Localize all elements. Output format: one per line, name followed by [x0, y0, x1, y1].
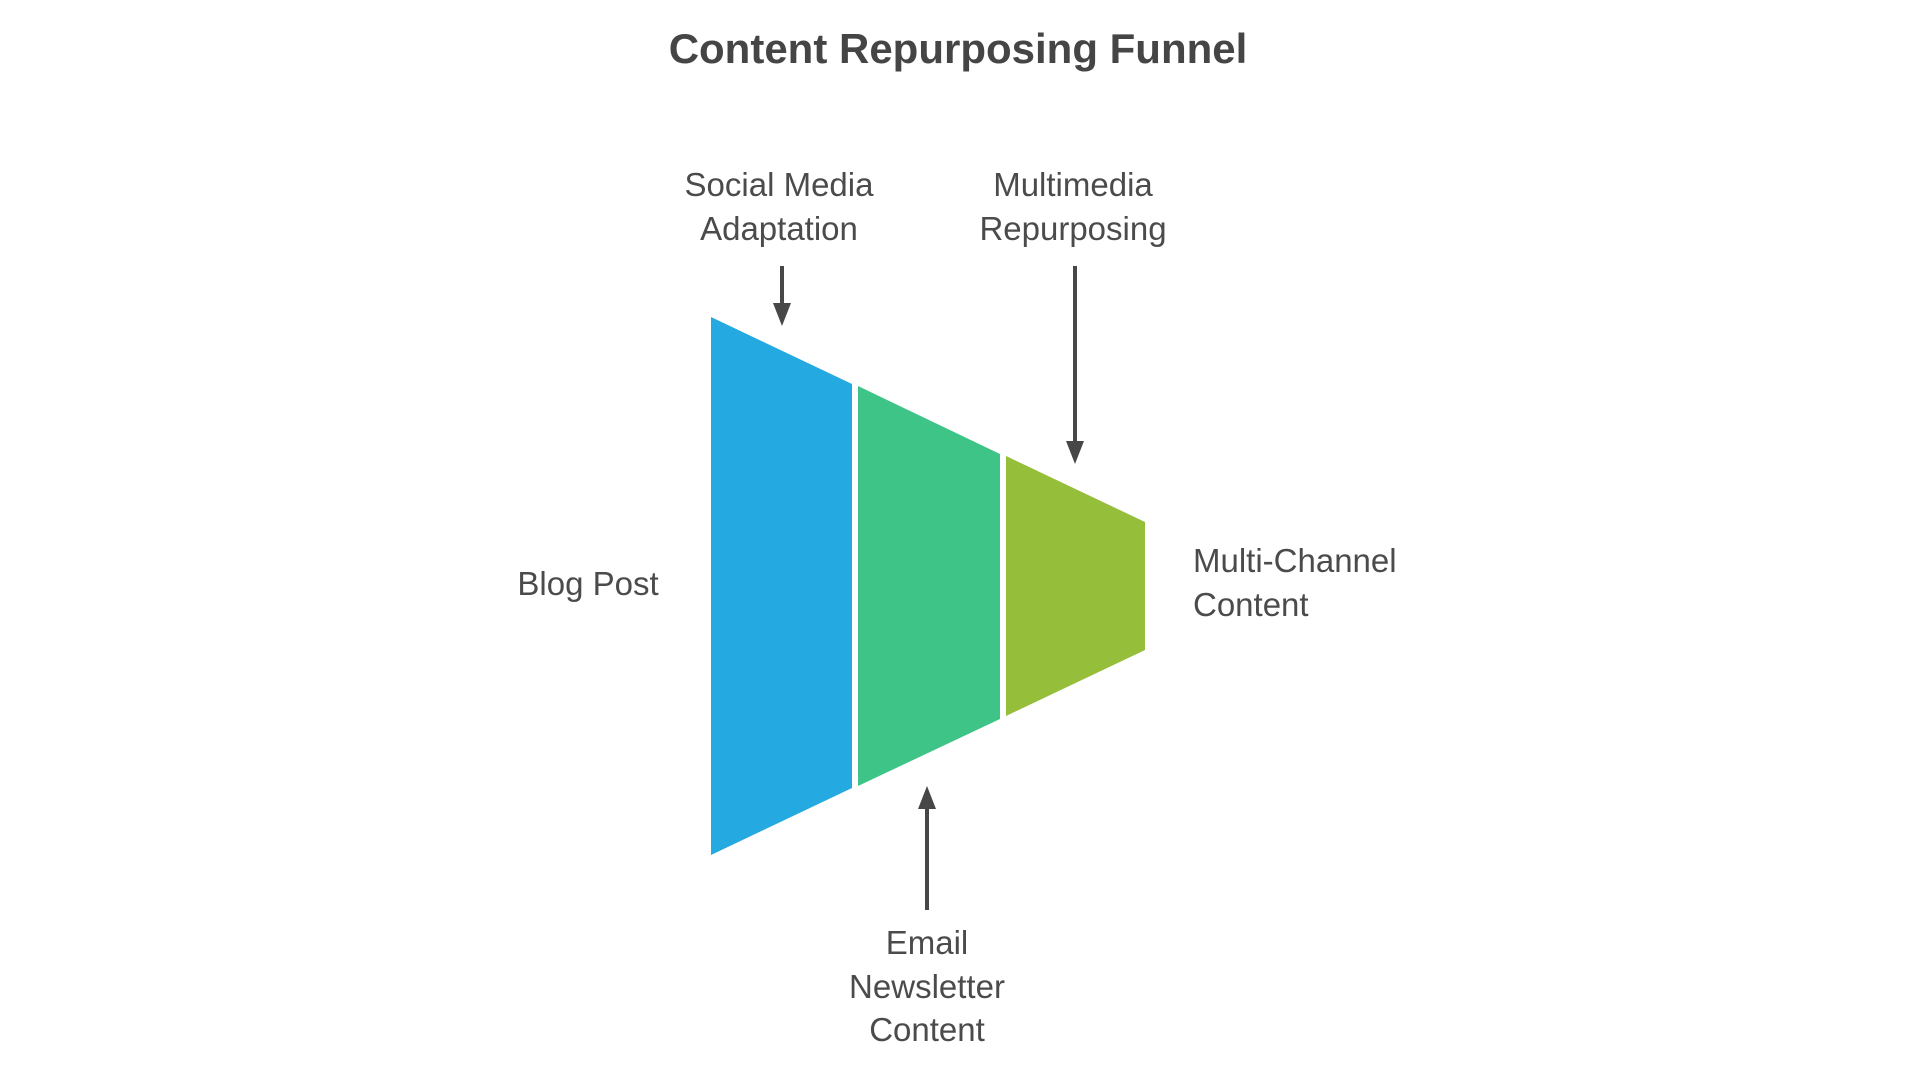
funnel-segment-social-media — [711, 317, 852, 855]
arrow-down-multimedia-icon — [1066, 266, 1084, 464]
stage-label-email-newsletter-content: Email Newsletter Content — [849, 924, 1005, 1049]
funnel-segment-multimedia — [1006, 456, 1145, 716]
arrow-up-email-newsletter-icon — [918, 786, 936, 910]
stage-label-multimedia-repurposing: Multimedia Repurposing — [979, 166, 1167, 247]
arrow-up-email-newsletter-head — [918, 786, 936, 809]
arrow-down-social-media-head — [773, 303, 791, 326]
page-title: Content Repurposing Funnel — [668, 25, 1248, 72]
funnel-segment-email-newsletter — [858, 386, 1000, 786]
funnel-output-label-multi-channel-content: Multi-Channel Content — [1193, 542, 1397, 623]
funnel-input-label-blog-post: Blog Post — [517, 565, 659, 602]
stage-label-social-media-adaptation: Social Media Adaptation — [684, 166, 874, 247]
arrow-down-social-media-icon — [773, 266, 791, 326]
arrow-down-multimedia-head — [1066, 441, 1084, 464]
